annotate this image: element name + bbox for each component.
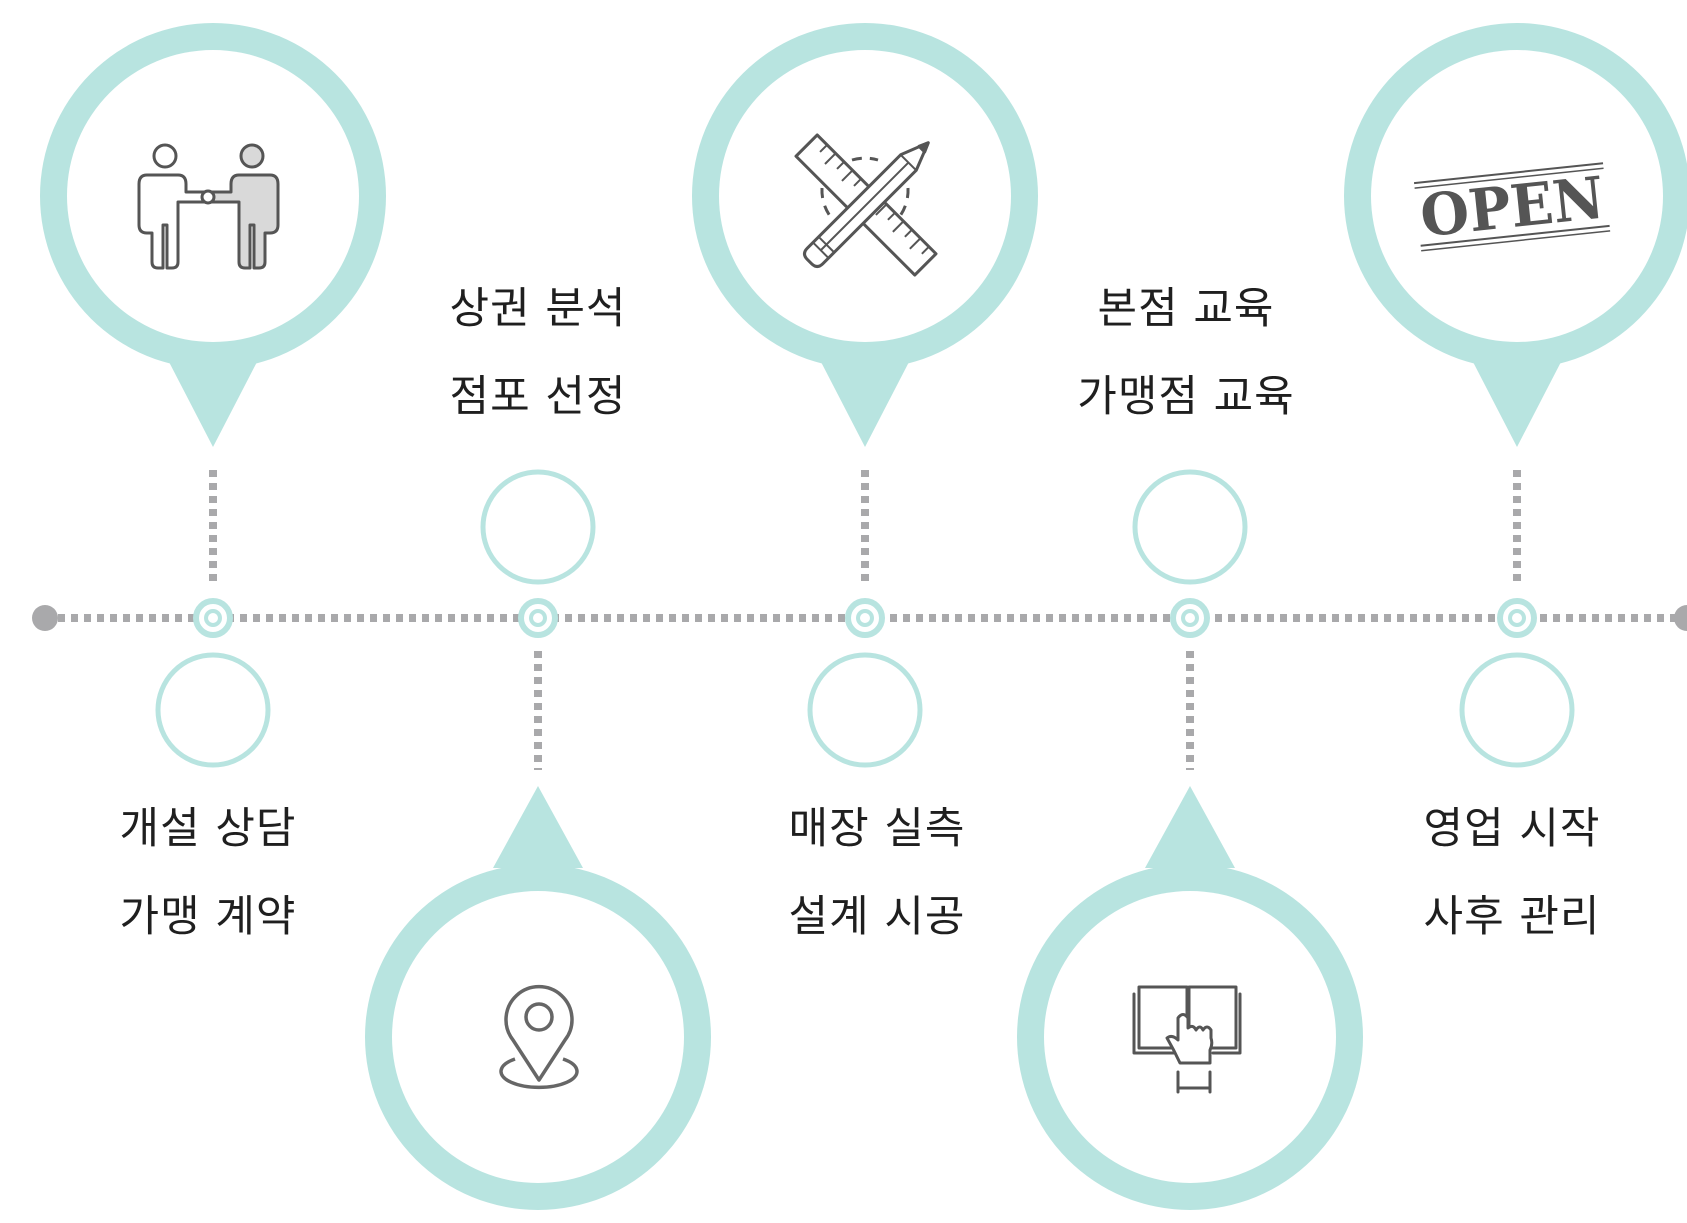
step-1-pin-tail	[168, 360, 258, 447]
step-5-pin-face	[1371, 50, 1663, 342]
step-4-pin-tail	[1145, 786, 1235, 868]
step-3-pin	[692, 23, 1038, 447]
location-pin-icon	[499, 985, 579, 1090]
step-3-design-construction	[692, 23, 1038, 768]
step-3-label-line1: 매장 실측	[788, 804, 966, 854]
step-2-label-line2: 점포 선정	[449, 372, 627, 422]
step-3-label-line2: 설계 시공	[788, 892, 966, 942]
step-2-pin-face	[392, 891, 684, 1183]
step-2-node-inner	[529, 609, 547, 627]
step-2-pin	[365, 786, 711, 1210]
handshake-icon	[137, 143, 280, 270]
step-5-label-line2: 사후 관리	[1423, 892, 1601, 942]
step-4-training	[1017, 469, 1363, 1210]
step-3-badge-circle	[807, 652, 923, 768]
step-1-consultation	[40, 23, 386, 768]
step-5-opening: OPEN	[1344, 23, 1687, 768]
step-5-badge-circle	[1459, 652, 1575, 768]
step-2-site-selection	[365, 469, 711, 1210]
step-4-node-inner	[1181, 609, 1199, 627]
ruler-pencil-icon	[794, 133, 938, 277]
step-2-pin-tail	[493, 786, 583, 868]
timeline-start-dot	[32, 605, 58, 631]
step-3-pin-tail	[820, 360, 910, 447]
step-1-label-line1: 개설 상담	[119, 804, 297, 854]
step-1-label-line2: 가맹 계약	[119, 892, 297, 942]
step-1-badge-circle	[155, 652, 271, 768]
step-5-pin	[1344, 23, 1687, 447]
step-5-label-line1: 영업 시작	[1423, 804, 1601, 854]
step-5-node-inner	[1508, 609, 1526, 627]
step-1-node-inner	[204, 609, 222, 627]
timeline-end-dot	[1674, 605, 1687, 631]
step-3-node-inner	[856, 609, 874, 627]
step-2-label-line1: 상권 분석	[449, 284, 627, 334]
step-5-pin-tail	[1472, 360, 1562, 447]
step-4-badge-circle	[1132, 469, 1248, 585]
book-touch-icon	[1132, 985, 1242, 1094]
step-4-label-line1: 본점 교육	[1097, 284, 1275, 334]
step-2-badge-circle	[480, 469, 596, 585]
step-1-pin	[40, 23, 386, 447]
step-4-label-line2: 가맹점 교육	[1077, 372, 1295, 422]
